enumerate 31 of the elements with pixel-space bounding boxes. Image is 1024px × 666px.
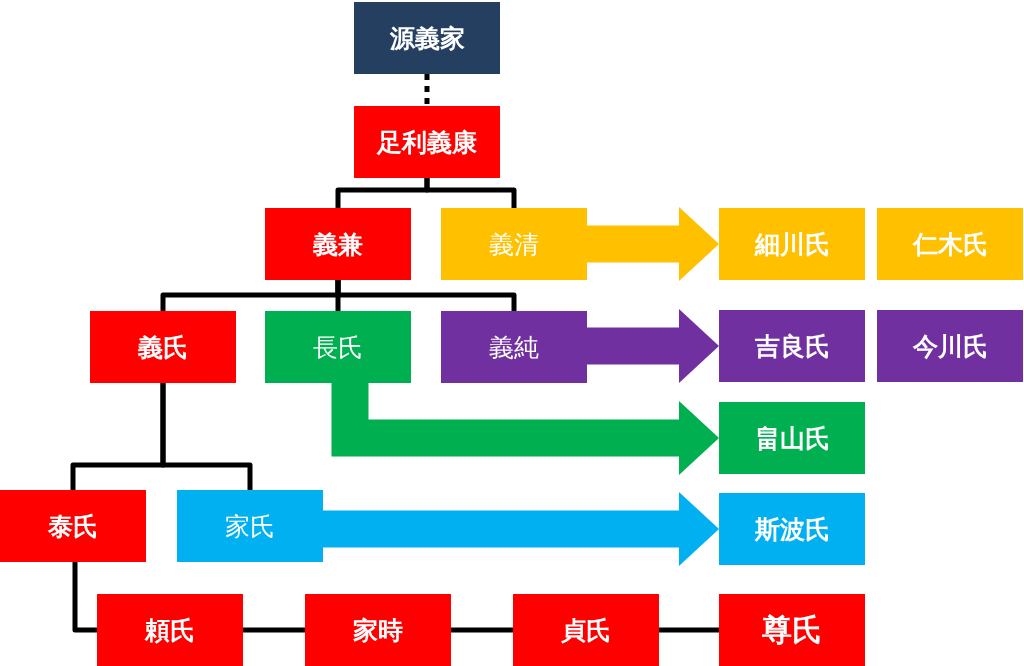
name-box: 泰氏 [0,490,146,562]
name-box: 尊氏 [719,594,865,666]
name-box: 吉良氏 [719,310,865,382]
dotted-line [424,74,430,106]
connector-line [335,280,517,311]
connector-line [72,562,97,633]
name-box: 頼氏 [97,594,243,666]
connector-line [659,627,719,633]
connector-line [243,627,305,633]
name-box: 源義家 [354,2,500,74]
name-box: 仁木氏 [877,208,1023,280]
block-arrow [323,492,719,566]
connector-line [160,383,253,490]
name-box: 義純 [441,311,587,383]
block-arrow [587,207,719,281]
name-box: 義氏 [90,311,236,383]
name-box: 細川氏 [719,208,865,280]
block-arrow [331,383,719,475]
connector-line [424,178,517,208]
name-box: 家時 [305,594,451,666]
block-arrow [587,309,719,383]
name-box: 今川氏 [877,310,1023,382]
name-box: 貞氏 [513,594,659,666]
connector-line [451,627,513,633]
name-box: 家氏 [177,490,323,562]
name-box: 畠山氏 [719,402,865,474]
name-box: 義兼 [265,208,411,280]
name-box: 足利義康 [354,106,500,178]
name-box: 義清 [441,208,587,280]
name-box: 長氏 [265,311,411,383]
name-box: 斯波氏 [719,493,865,565]
